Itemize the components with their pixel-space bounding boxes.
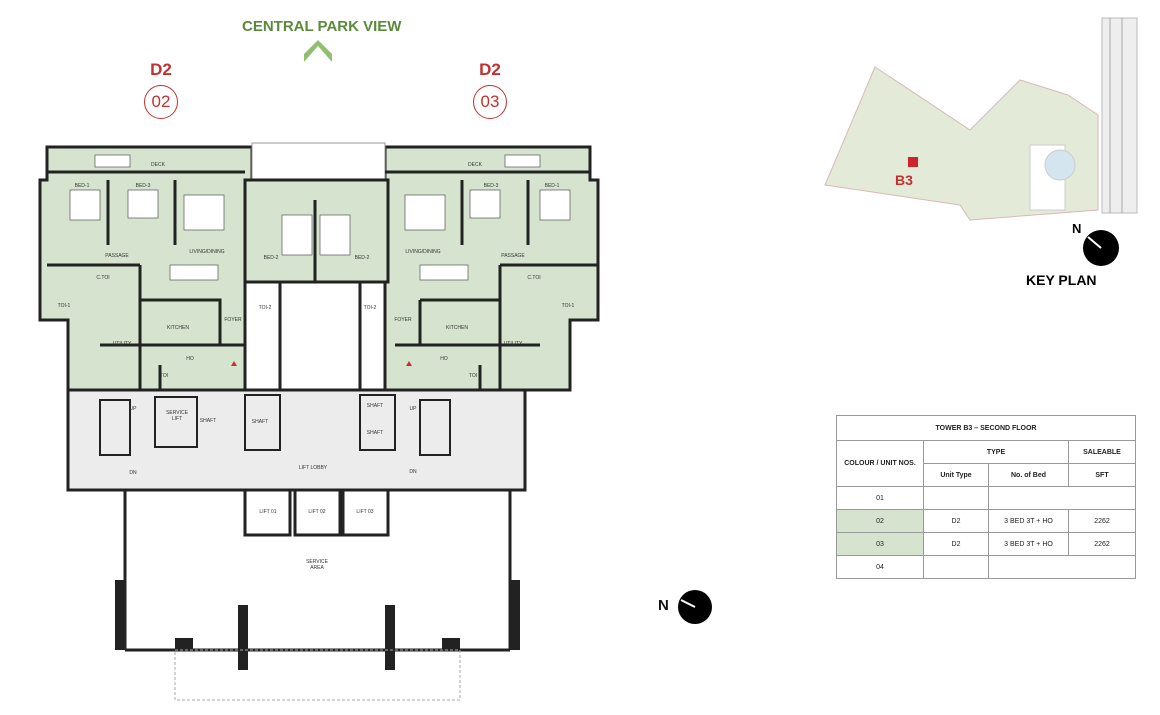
room-label: UTILITY [112,341,132,347]
table-row: 04 [836,555,1136,579]
north-label: N [658,597,669,614]
unit-type-cell [923,486,989,510]
stair-up-label: UP [129,406,137,412]
beds-cell: 3 BED 3T + HO [988,532,1069,556]
sft-cell: 2262 [1068,532,1136,556]
beds-cell [988,486,1136,510]
table-row: 01 [836,486,1136,510]
room-label: DECK [151,162,165,168]
key-plan-title: KEY PLAN [1026,272,1097,288]
lift-label: LIFT 03 [356,509,374,515]
room-label: TOI-2 [363,305,377,311]
unit-cell: 01 [836,486,924,510]
shaft-label: SHAFT [366,430,384,436]
stair-down-label: DN [129,470,137,476]
beds-cell [988,555,1136,579]
unit-number-badge: 02 [144,85,178,119]
room-label: C.TOI [527,275,541,281]
unit-cell: 03 [836,532,924,556]
unit-cell: 04 [836,555,924,579]
shaft-label: SHAFT [251,419,269,425]
room-label: HO [440,356,448,362]
header-no-of-bed: No. of Bed [988,463,1069,487]
key-plan-tower-label: B3 [895,172,913,188]
room-label: TOI-2 [258,305,272,311]
view-label: CENTRAL PARK VIEW [242,18,402,35]
room-label: FOYER [394,317,412,323]
room-label: UTILITY [503,341,523,347]
unit-cell: 02 [836,509,924,533]
view-arrow-icon [304,40,332,62]
room-label: DECK [468,162,482,168]
floor-plan-drawing [38,142,600,701]
unit-type-label: D2 [150,60,172,79]
room-label: TOI-1 [561,303,575,309]
room-label: KITCHEN [167,325,189,331]
room-label: C.TOI [96,275,110,281]
sft-cell: 2262 [1068,509,1136,533]
header-colour-unit: COLOUR / UNIT NOS. [836,440,924,487]
room-label: LIVING/DINING [189,249,225,255]
room-label: PASSAGE [105,253,129,259]
header-type: TYPE [923,440,1069,464]
service-lift-label: SERVICE LIFT [166,410,188,422]
unit-type-cell [923,555,989,579]
north-compass-icon [678,590,712,624]
room-label: BED-1 [74,183,90,189]
room-label: BED-3 [135,183,151,189]
room-label: PASSAGE [501,253,525,259]
stair-up-label: UP [409,406,417,412]
room-label: BED-2 [263,255,279,261]
header-saleable: SALEABLE [1068,440,1136,464]
room-label: BED-1 [544,183,560,189]
shaft-label: SHAFT [199,418,217,424]
room-label: LIVING/DINING [405,249,441,255]
key-plan-map [824,17,1138,221]
unit-type-cell: D2 [923,532,989,556]
unit-number-badge: 03 [473,85,507,119]
table-title: TOWER B3 – SECOND FLOOR [836,415,1136,441]
unit-summary-table: TOWER B3 – SECOND FLOOR COLOUR / UNIT NO… [836,415,1136,579]
service-area-label: SERVICE AREA [306,559,328,571]
key-plan-north-label: N [1072,221,1082,236]
lift-label: LIFT 01 [259,509,277,515]
key-plan-compass-icon [1083,230,1119,266]
lift-lobby-label: LIFT LOBBY [298,465,328,471]
unit-type-cell: D2 [923,509,989,533]
unit-type-label: D2 [479,60,501,79]
room-label: BED-3 [483,183,499,189]
stair-down-label: DN [409,469,417,475]
room-label: HO [186,356,194,362]
shaft-label: SHAFT [366,403,384,409]
room-label: TOI-1 [57,303,71,309]
room-label: BED-2 [354,255,370,261]
lift-label: LIFT 02 [308,509,326,515]
header-sft: SFT [1068,463,1136,487]
room-label: KITCHEN [446,325,468,331]
header-unit-type: Unit Type [923,463,989,487]
room-label: TOI [468,373,478,379]
room-label: TOI [159,373,169,379]
beds-cell: 3 BED 3T + HO [988,509,1069,533]
room-label: FOYER [224,317,242,323]
